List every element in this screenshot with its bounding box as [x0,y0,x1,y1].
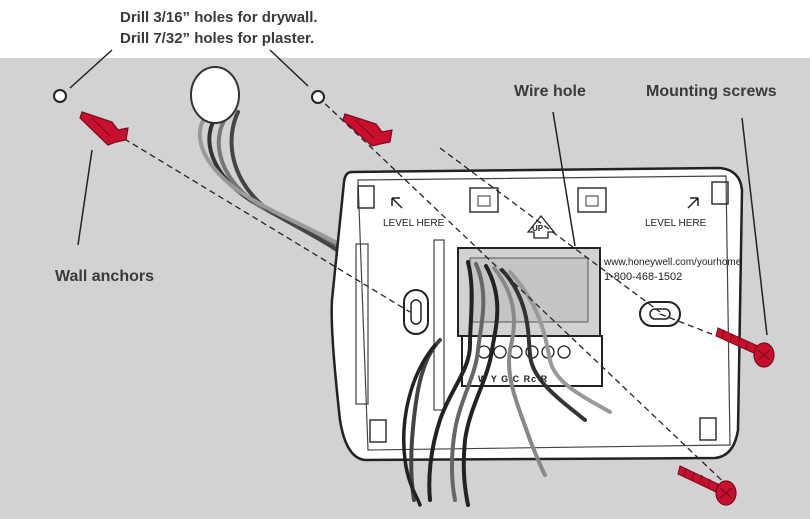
left-screw-slot [403,289,429,335]
level-arrow-left-icon [391,197,403,209]
up-text: UP [532,224,544,233]
wire-hole-label: Wire hole [514,83,586,100]
mounting-screws-label: Mounting screws [646,83,777,100]
website-text: www.honeywell.com/yourhome [604,257,742,268]
mounting-screw-bottom [677,465,737,506]
wall-wire-hole [190,66,240,124]
drill-plaster-label: Drill 7/32” holes for plaster. [120,30,315,47]
drill-hole-left [53,89,67,103]
level-here-left-text: LEVEL HERE [383,218,445,229]
wall-anchor-left [79,111,129,146]
phone-text: 1-800-468-1502 [604,271,683,283]
up-arrow-icon [526,214,556,239]
wall-anchors-label: Wall anchors [55,268,154,285]
right-screw-slot [639,301,681,327]
level-here-right-text: LEVEL HERE [645,218,707,229]
level-arrow-right-icon [687,197,699,209]
terminal-labels: W Y G C Rc R [478,374,549,384]
drill-hole-right [311,90,325,104]
wall-anchor-right [342,113,393,147]
wires-front [402,260,612,507]
leader-lines [69,49,768,336]
mounting-screw-top [715,327,775,368]
drill-drywall-label: Drill 3/16” holes for drywall. [120,9,318,26]
